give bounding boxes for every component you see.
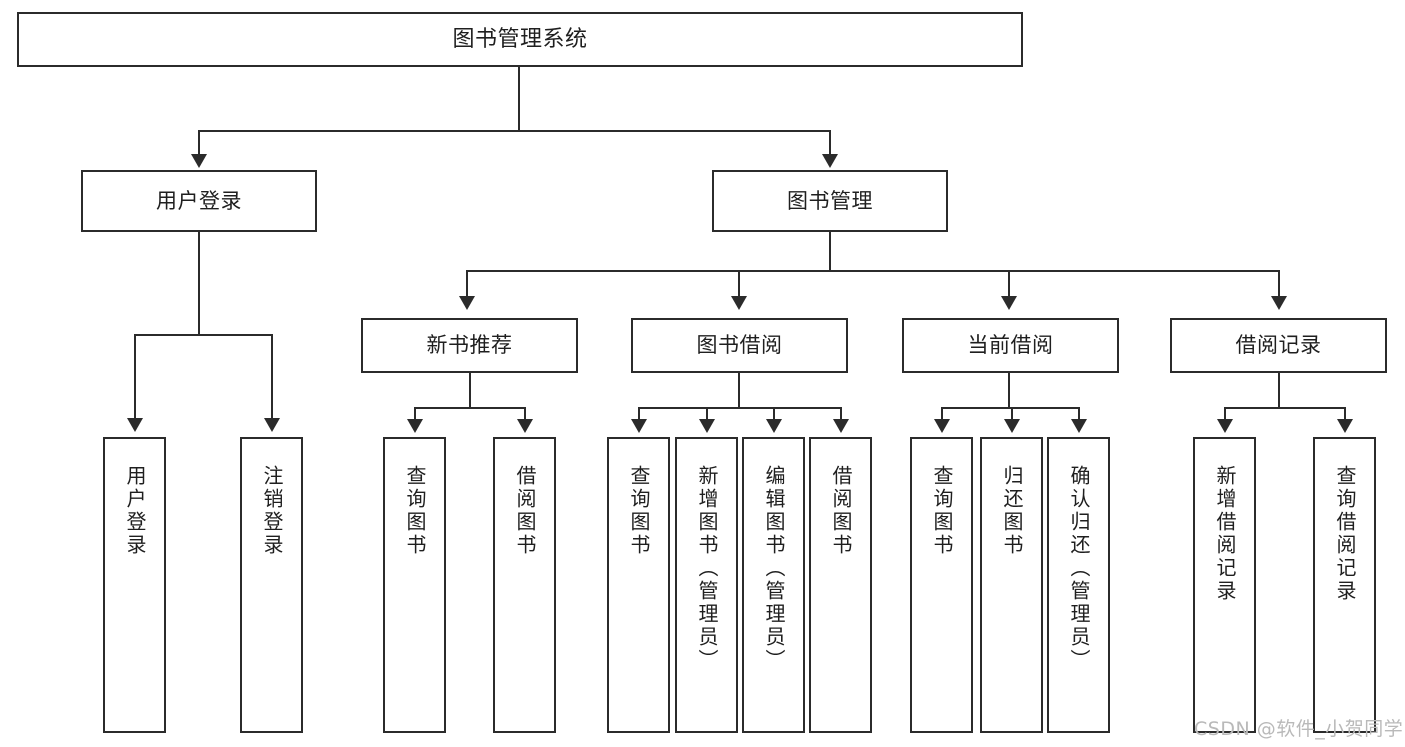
connector-borrow-record-leaf-2: [1344, 407, 1347, 421]
arrow-book-borrow-leaf-2: [699, 419, 715, 433]
connector-book-manage-bus: [466, 270, 1280, 273]
connector-new-book-stem: [469, 373, 472, 409]
connector-root-to-book-manage: [829, 130, 832, 156]
node-label: 图书管理系统: [452, 26, 588, 52]
node-label: 新书推荐: [426, 333, 513, 358]
connector-book-borrow-leaf-1: [638, 407, 641, 421]
connector-user-login-leaf-1: [134, 334, 137, 420]
leaf-label: 查询借阅记录: [1333, 465, 1357, 603]
arrow-book-manage-to-borrow-record: [1271, 296, 1287, 310]
leaf-new-book-rec-2[interactable]: 借阅图书: [493, 437, 556, 733]
leaf-book-borrow-4[interactable]: 借阅图书: [809, 437, 872, 733]
connector-book-manage-to-current-borrow: [1008, 270, 1011, 298]
node-label: 图书借阅: [696, 333, 783, 358]
arrow-user-login-leaf-2: [264, 418, 280, 432]
arrow-book-manage-to-current-borrow: [1001, 296, 1017, 310]
arrow-book-borrow-leaf-4: [833, 419, 849, 433]
leaf-book-borrow-1[interactable]: 查询图书: [607, 437, 670, 733]
connector-user-login-bus: [134, 334, 272, 337]
connector-borrow-record-stem: [1278, 373, 1281, 409]
arrow-current-borrow-leaf-3: [1071, 419, 1087, 433]
connector-root-bus: [198, 130, 830, 133]
leaf-user-login-2[interactable]: 注销登录: [240, 437, 303, 733]
connector-book-manage-stem: [829, 232, 832, 272]
connector-book-manage-to-borrow-record: [1278, 270, 1281, 298]
connector-current-borrow-bus: [941, 407, 1080, 410]
connector-borrow-record-bus: [1224, 407, 1346, 410]
connector-new-book-leaf-2: [524, 407, 527, 421]
connector-user-login-stem: [198, 232, 201, 336]
leaf-label: 注销登录: [260, 465, 284, 557]
arrow-new-book-leaf-2: [517, 419, 533, 433]
leaf-new-book-rec-1[interactable]: 查询图书: [383, 437, 446, 733]
arrow-book-manage-to-book-borrow: [731, 296, 747, 310]
node-new-book-recommendation[interactable]: 新书推荐: [361, 318, 578, 373]
node-label: 图书管理: [787, 188, 873, 213]
connector-book-borrow-leaf-2: [706, 407, 709, 421]
connector-borrow-record-leaf-1: [1224, 407, 1227, 421]
leaf-label: 用户登录: [123, 465, 147, 557]
leaf-current-borrow-2[interactable]: 归还图书: [980, 437, 1043, 733]
leaf-current-borrow-3[interactable]: 确认归还（管理员）: [1047, 437, 1110, 733]
leaf-current-borrow-1[interactable]: 查询图书: [910, 437, 973, 733]
node-label: 当前借阅: [967, 333, 1054, 358]
arrow-current-borrow-leaf-1: [934, 419, 950, 433]
leaf-borrow-record-2[interactable]: 查询借阅记录: [1313, 437, 1376, 733]
connector-book-borrow-leaf-4: [840, 407, 843, 421]
arrow-book-borrow-leaf-1: [631, 419, 647, 433]
connector-new-book-leaf-1: [414, 407, 417, 421]
leaf-label: 查询图书: [930, 465, 954, 557]
connector-user-login-leaf-2: [271, 334, 274, 420]
arrow-new-book-leaf-1: [407, 419, 423, 433]
connector-current-borrow-leaf-3: [1078, 407, 1081, 421]
leaf-label: 新增图书（管理员）: [695, 465, 719, 672]
connector-book-borrow-leaf-3: [773, 407, 776, 421]
connector-book-borrow-stem: [738, 373, 741, 409]
arrow-current-borrow-leaf-2: [1004, 419, 1020, 433]
leaf-label: 查询图书: [403, 465, 427, 557]
arrow-book-borrow-leaf-3: [766, 419, 782, 433]
node-label: 借阅记录: [1235, 333, 1322, 358]
leaf-label: 借阅图书: [513, 465, 537, 557]
connector-current-borrow-stem: [1008, 373, 1011, 409]
connector-book-manage-to-new-book: [466, 270, 469, 298]
leaf-label: 新增借阅记录: [1213, 465, 1237, 603]
node-root-book-management-system[interactable]: 图书管理系统: [17, 12, 1023, 67]
leaf-label: 编辑图书（管理员）: [762, 465, 786, 672]
leaf-label: 确认归还（管理员）: [1067, 465, 1091, 672]
connector-current-borrow-leaf-1: [941, 407, 944, 421]
leaf-user-login-1[interactable]: 用户登录: [103, 437, 166, 733]
connector-new-book-bus: [414, 407, 526, 410]
arrow-borrow-record-leaf-2: [1337, 419, 1353, 433]
arrow-root-to-book-manage: [822, 154, 838, 168]
arrow-borrow-record-leaf-1: [1217, 419, 1233, 433]
node-current-borrow[interactable]: 当前借阅: [902, 318, 1119, 373]
connector-root-stem: [518, 67, 521, 131]
connector-book-manage-to-book-borrow: [738, 270, 741, 298]
arrow-user-login-leaf-1: [127, 418, 143, 432]
connector-current-borrow-leaf-2: [1011, 407, 1014, 421]
leaf-book-borrow-2[interactable]: 新增图书（管理员）: [675, 437, 738, 733]
node-book-borrow[interactable]: 图书借阅: [631, 318, 848, 373]
arrow-root-to-user-login: [191, 154, 207, 168]
node-book-management[interactable]: 图书管理: [712, 170, 948, 232]
connector-root-to-user-login: [198, 130, 201, 156]
arrow-book-manage-to-new-book: [459, 296, 475, 310]
leaf-book-borrow-3[interactable]: 编辑图书（管理员）: [742, 437, 805, 733]
leaf-label: 归还图书: [1000, 465, 1024, 557]
node-user-login[interactable]: 用户登录: [81, 170, 317, 232]
node-borrow-record[interactable]: 借阅记录: [1170, 318, 1387, 373]
leaf-label: 借阅图书: [829, 465, 853, 557]
leaf-borrow-record-1[interactable]: 新增借阅记录: [1193, 437, 1256, 733]
leaf-label: 查询图书: [627, 465, 651, 557]
connector-book-borrow-bus: [638, 407, 842, 410]
node-label: 用户登录: [156, 188, 242, 213]
